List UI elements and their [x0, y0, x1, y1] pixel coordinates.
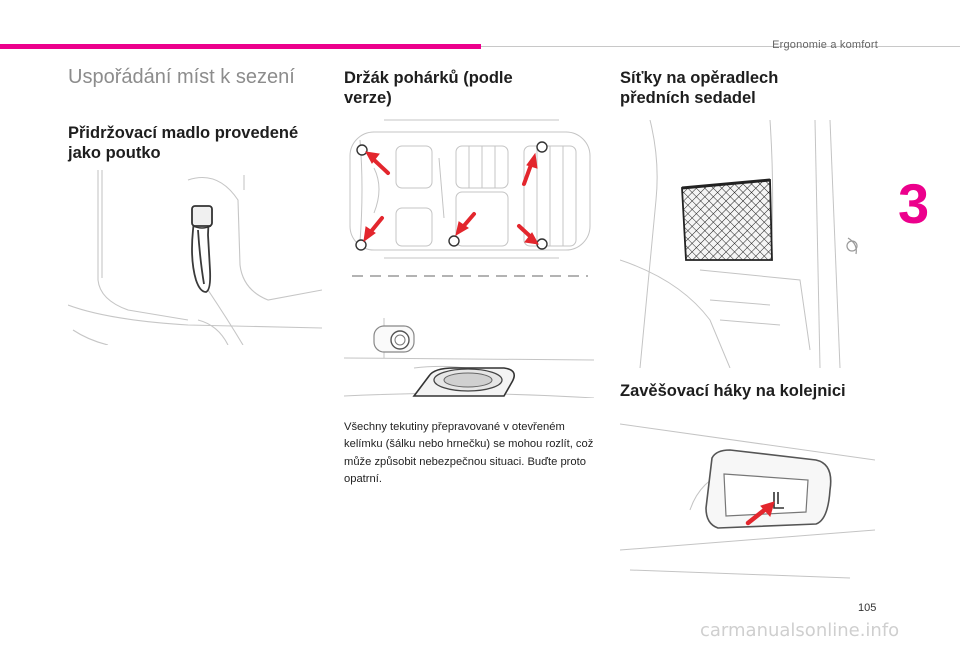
- chapter-header: Ergonomie a komfort: [772, 39, 878, 51]
- heading-seat-nets: Síťky na opěradlech předních sedadel: [620, 69, 779, 107]
- cup-holder-warning: Všechny tekutiny přepravované v otevřené…: [344, 421, 594, 486]
- watermark: carmanualsonline.info: [700, 620, 900, 641]
- chapter-number: 3: [898, 172, 930, 235]
- heading-rail-hooks: Zavěšovací háky na kolejnici: [620, 382, 846, 400]
- heading-grab-handle: Přidržovací madlo provedené jako poutko: [68, 124, 299, 162]
- header-rule: [481, 46, 960, 47]
- accent-bar: [0, 44, 481, 49]
- rail-hook-illustration: [620, 420, 875, 580]
- grab-handle-illustration: [68, 170, 322, 345]
- van-top-view-illustration: [344, 118, 594, 290]
- page-number: 105: [858, 602, 877, 614]
- heading-cup-holder: Držák pohárků (podle verze): [344, 69, 513, 107]
- seat-net-illustration: [620, 120, 870, 368]
- section-title: Uspořádání míst k sezení: [68, 66, 295, 88]
- cup-holder-illustration: [344, 318, 594, 398]
